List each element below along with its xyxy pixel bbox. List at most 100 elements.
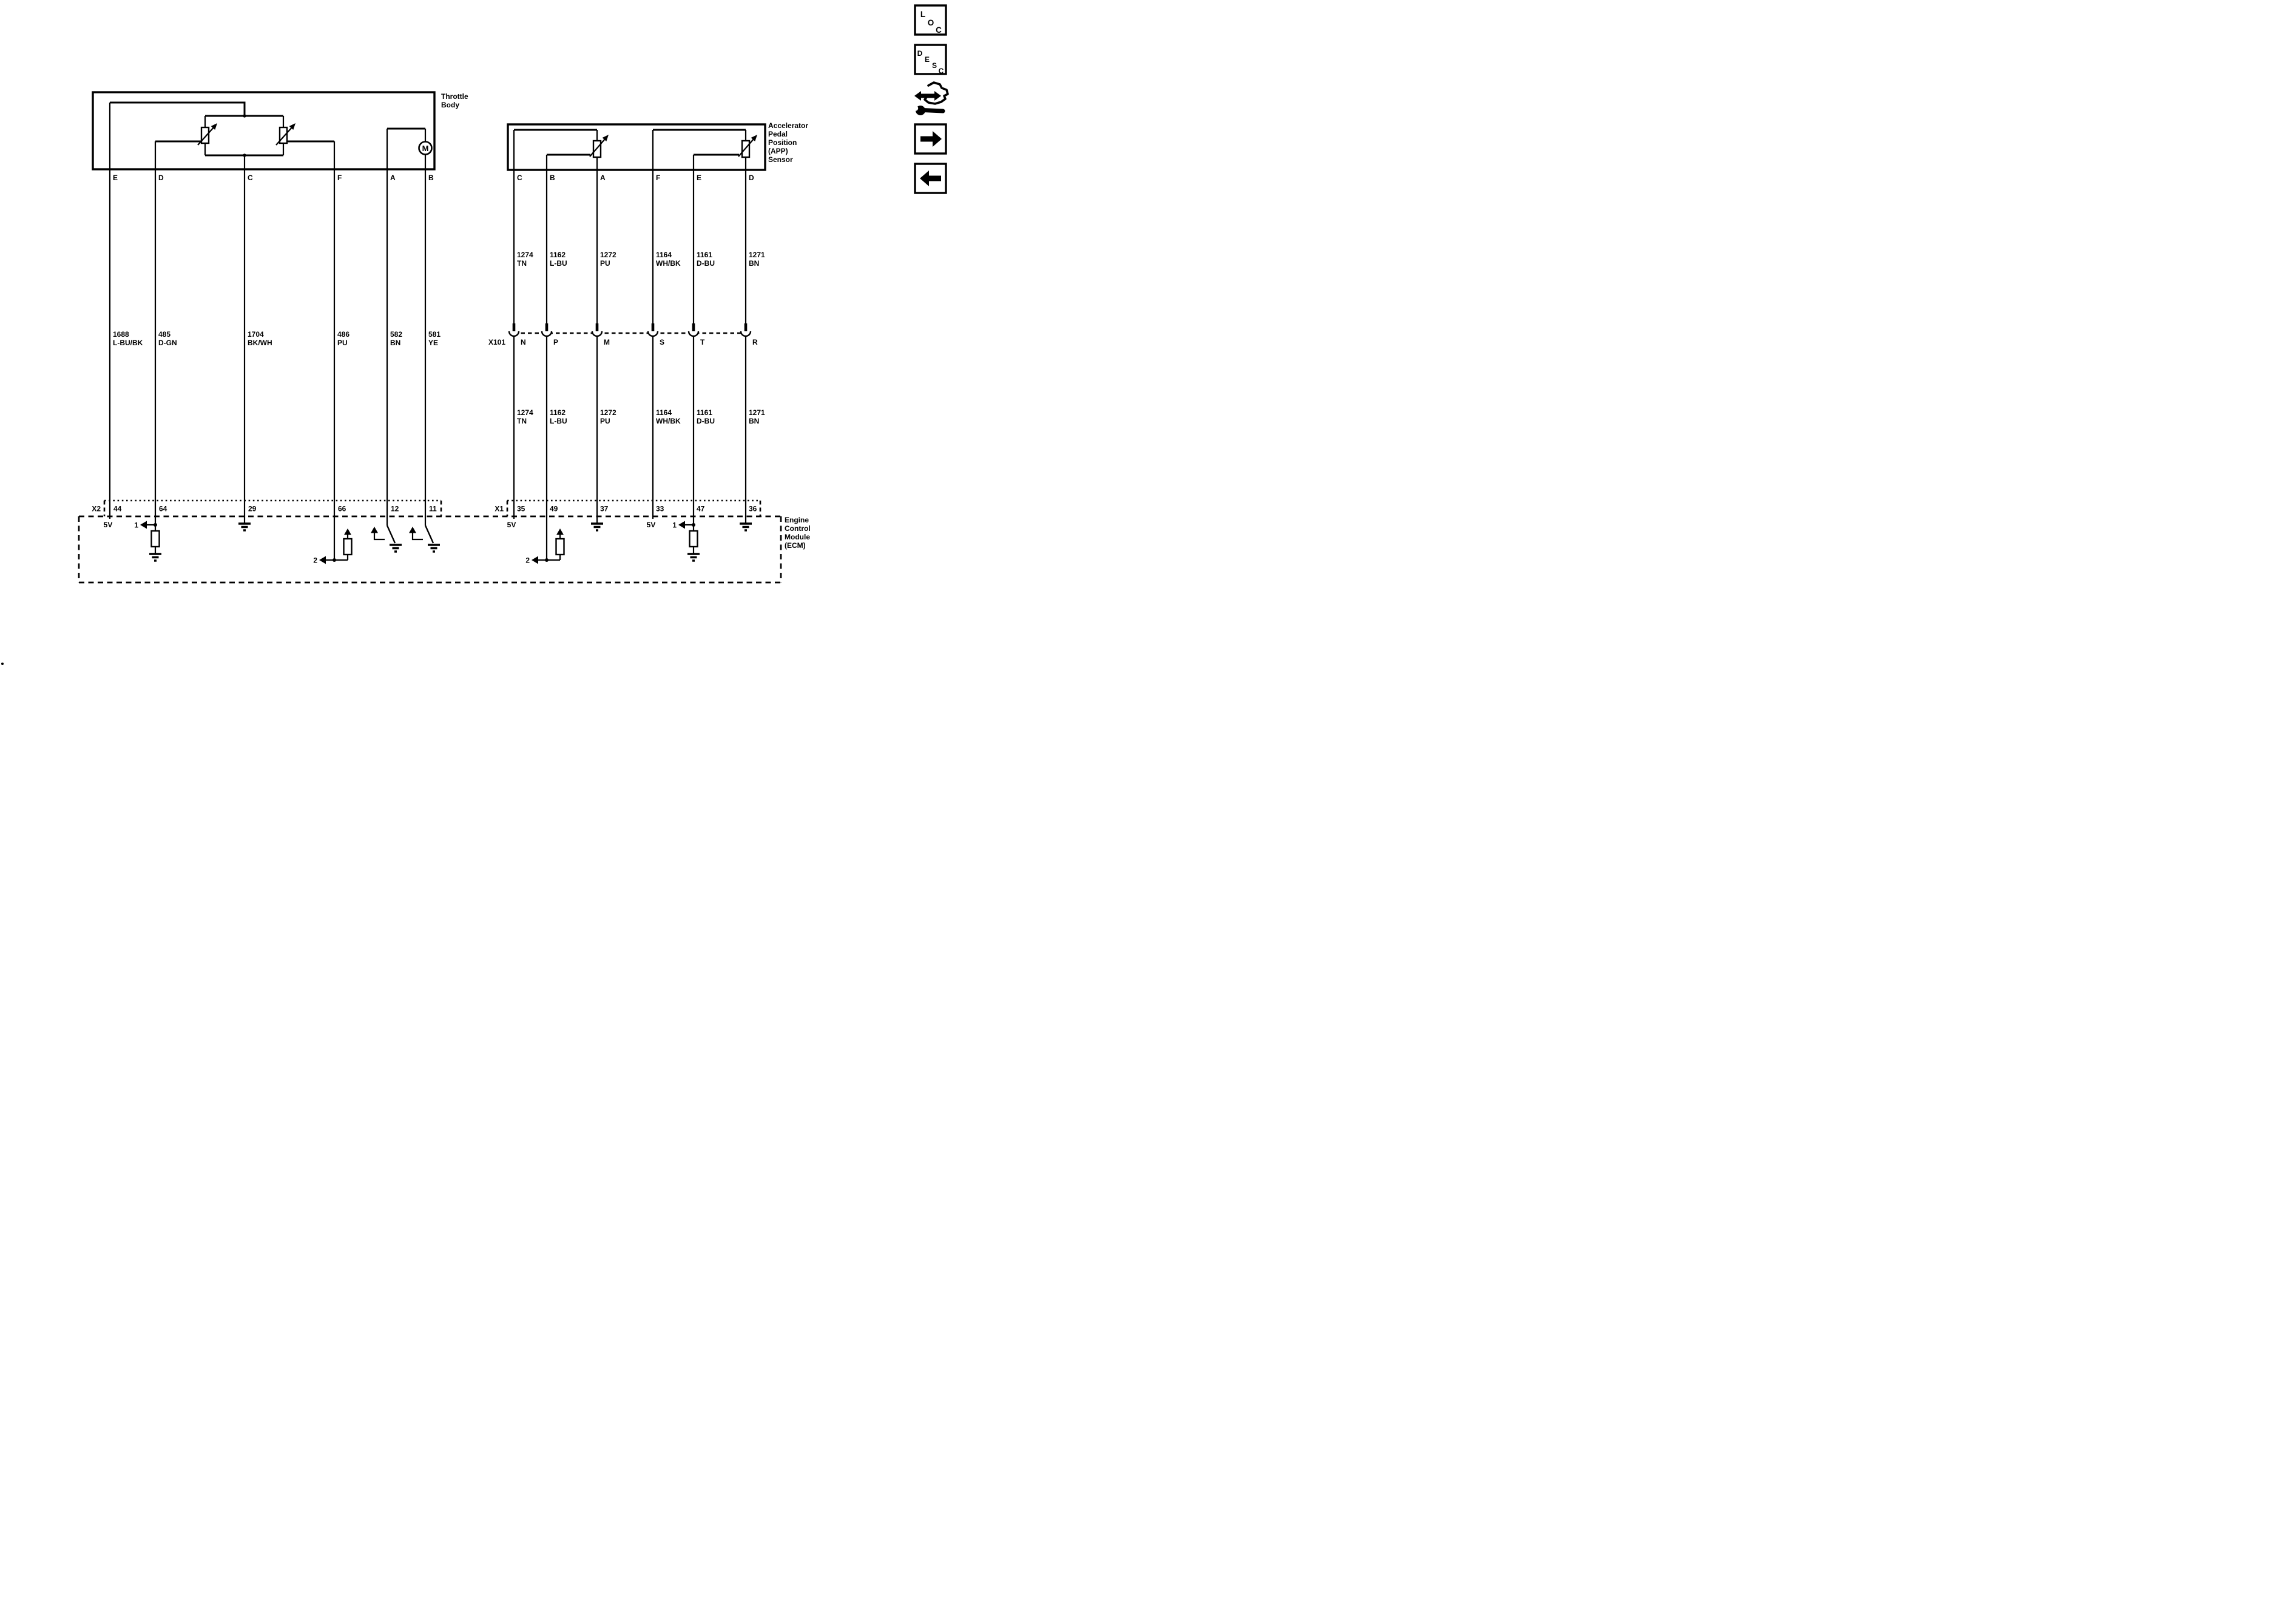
svg-text:D-BU: D-BU [697, 417, 715, 425]
svg-text:PU: PU [600, 259, 610, 268]
svg-text:Engine: Engine [785, 516, 809, 524]
svg-text:PU: PU [600, 417, 610, 425]
app-sensor-circuit: Accelerator Pedal Position (APP) Sensor … [488, 121, 808, 560]
ecm-pullup-pin47: 1 [672, 521, 700, 562]
throttle-motor: M [418, 141, 433, 155]
loc-button[interactable]: L O C [914, 4, 947, 36]
desc-letter-d: D [917, 49, 923, 58]
svg-text:Module: Module [785, 533, 810, 541]
tb-bracket-sides [204, 116, 285, 155]
loc-letter-c: C [936, 25, 942, 35]
inline-connector-x101: X101 N P M S T R [488, 323, 758, 346]
wiring-diagram-canvas: M Throttle Body E D C F A B 1688 L-BU/BK… [1, 4, 949, 665]
ecm-connector-x2: X2 44 64 29 66 12 11 [92, 499, 442, 516]
svg-text:49: 49 [550, 505, 558, 513]
up-arrow-icon [344, 528, 351, 535]
svg-text:BK/WH: BK/WH [248, 339, 272, 347]
desc-letter-c: C [939, 67, 944, 75]
motor-label: M [422, 144, 429, 153]
app-sensor-pin-letters: C B A F E D [517, 174, 754, 182]
ground-icon [687, 553, 700, 562]
ecm-pullup-pin64: 1 [134, 521, 161, 562]
svg-text:WH/BK: WH/BK [656, 417, 681, 425]
svg-text:TN: TN [517, 417, 527, 425]
svg-text:1164: 1164 [656, 408, 672, 417]
x2-pin-numbers: 44 64 29 66 12 11 [113, 505, 437, 513]
svg-text:BN: BN [390, 339, 400, 347]
svg-text:486: 486 [337, 330, 349, 339]
double-arrow-icon [914, 91, 941, 101]
ground-icon [428, 544, 440, 553]
ground-icon [390, 544, 402, 553]
desc-letter-e: E [925, 55, 930, 64]
svg-text:WH/BK: WH/BK [656, 259, 681, 268]
svg-text:485: 485 [158, 330, 171, 339]
throttle-body-wire-labels: 1688 L-BU/BK 485 D-GN 1704 BK/WH 486 PU … [113, 330, 441, 347]
svg-text:B: B [550, 174, 555, 182]
loc-letter-o: O [928, 18, 934, 27]
svg-text:1274: 1274 [517, 408, 533, 417]
svg-text:Pedal: Pedal [768, 130, 788, 138]
x2-5v-label: 5V [104, 521, 113, 529]
hand-outline-icon [923, 81, 949, 105]
ecm-resistor [150, 530, 160, 548]
svg-text:1164: 1164 [656, 251, 672, 259]
svg-text:R: R [752, 338, 758, 346]
app-wire-labels-upper: 1274 TN 1162 L-BU 1272 PU 1164 WH/BK 116… [517, 251, 765, 268]
svg-text:(APP): (APP) [768, 147, 788, 155]
svg-text:S: S [660, 338, 664, 346]
tp-sensor-1-potentiometer [197, 123, 217, 146]
junction-dot [243, 114, 246, 118]
svg-text:PU: PU [337, 339, 348, 347]
ground-icon [238, 522, 251, 532]
x2-connector-label: X2 [92, 505, 101, 513]
shop-repair-icon[interactable] [913, 81, 949, 115]
svg-text:D: D [749, 174, 754, 182]
svg-text:E: E [113, 174, 118, 182]
svg-text:35: 35 [517, 505, 525, 513]
ecm-ground-pin29 [238, 522, 251, 532]
x1-5v-label-pin35: 5V [507, 521, 516, 529]
low-ref-2-label: 2 [313, 556, 317, 565]
svg-text:Position: Position [768, 138, 797, 147]
up-arrow-icon [371, 527, 378, 533]
svg-text:L-BU/BK: L-BU/BK [113, 339, 143, 347]
svg-text:1161: 1161 [697, 408, 712, 417]
svg-text:1162: 1162 [550, 251, 566, 259]
arrow-right-icon [920, 131, 942, 147]
x1-5v-label-pin33: 5V [647, 521, 656, 529]
app-sensor-2-potentiometer [738, 135, 757, 158]
svg-text:1272: 1272 [600, 251, 616, 259]
tp-sensor-2-potentiometer [275, 123, 295, 146]
ecm-block: X2 44 64 29 66 12 11 X1 35 49 37 33 47 3… [78, 499, 811, 584]
svg-text:(ECM): (ECM) [785, 541, 806, 550]
svg-text:B: B [428, 174, 434, 182]
ecm-resistor [555, 538, 565, 556]
nav-toolbar: L O C D E S C [913, 4, 949, 194]
svg-text:F: F [656, 174, 660, 182]
svg-text:Control: Control [785, 524, 811, 533]
x1-connector-label: X1 [495, 505, 504, 513]
svg-text:D-GN: D-GN [158, 339, 177, 347]
next-page-button[interactable] [914, 123, 947, 155]
throttle-body-label-line1: Throttle [441, 92, 468, 101]
svg-text:47: 47 [697, 505, 705, 513]
svg-text:44: 44 [113, 505, 122, 513]
x1-pin-numbers: 35 49 37 33 47 36 [517, 505, 757, 513]
throttle-body-label-line2: Body [441, 101, 459, 109]
desc-button[interactable]: D E S C [914, 44, 947, 75]
app-sensor-box [507, 123, 766, 171]
ground-icon [591, 522, 603, 532]
previous-page-button[interactable] [914, 163, 947, 194]
svg-text:F: F [337, 174, 342, 182]
svg-text:1688: 1688 [113, 330, 129, 339]
ecm-ground-pin37 [591, 522, 603, 532]
svg-text:1271: 1271 [749, 408, 765, 417]
x101-terminals [508, 323, 752, 337]
x101-connector-label: X101 [488, 338, 505, 346]
app-sensor-label: Accelerator Pedal Position (APP) Sensor [768, 121, 808, 164]
ground-icon [149, 553, 161, 562]
svg-text:12: 12 [391, 505, 399, 513]
svg-text:66: 66 [338, 505, 346, 513]
svg-text:29: 29 [248, 505, 257, 513]
